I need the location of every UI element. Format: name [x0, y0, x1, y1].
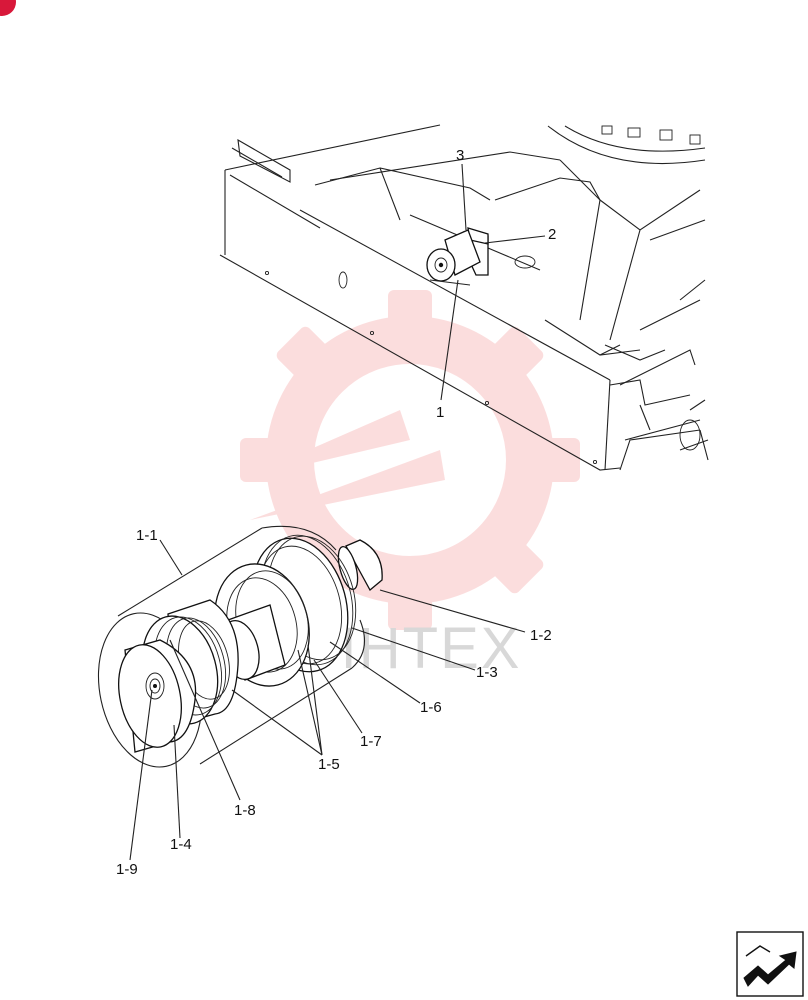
leader-line-1-1 — [159, 539, 183, 576]
leader-line-2 — [484, 235, 546, 244]
callout-2: 2 — [548, 226, 556, 243]
callout-1-4: 1-4 — [170, 836, 192, 853]
next-page-arrow-icon[interactable] — [736, 931, 804, 997]
callout-1-7: 1-7 — [360, 733, 382, 750]
leader-line-1-2 — [379, 589, 526, 633]
leader-line-1-5a — [231, 689, 323, 756]
callout-1: 1 — [436, 404, 444, 421]
callout-1-6: 1-6 — [420, 699, 442, 716]
leader-line-1 — [440, 279, 459, 401]
leader-line-1-5c — [307, 644, 323, 756]
leader-line-1-5b — [297, 649, 323, 756]
upper-roller-part — [426, 227, 489, 286]
callout-1-1: 1-1 — [136, 527, 158, 544]
watermark-gear-icon — [240, 290, 580, 630]
callout-1-3: 1-3 — [476, 664, 498, 681]
roller-assembly-drawing — [97, 525, 383, 768]
callout-3: 3 — [456, 147, 464, 164]
callout-1-9: 1-9 — [116, 861, 138, 878]
track-frame-drawing — [219, 124, 709, 471]
leader-line-1-7 — [313, 659, 363, 734]
leader-line-1-6 — [329, 641, 421, 704]
leader-line-1-9 — [129, 689, 153, 861]
callout-1-5: 1-5 — [318, 756, 340, 773]
callout-1-8: 1-8 — [234, 802, 256, 819]
leader-line-1-3 — [351, 627, 476, 671]
leader-line-1-8 — [169, 639, 241, 801]
callout-1-2: 1-2 — [530, 627, 552, 644]
leader-line-3 — [461, 163, 467, 231]
corner-badge-icon — [0, 0, 16, 16]
leader-line-1-4 — [173, 724, 181, 839]
